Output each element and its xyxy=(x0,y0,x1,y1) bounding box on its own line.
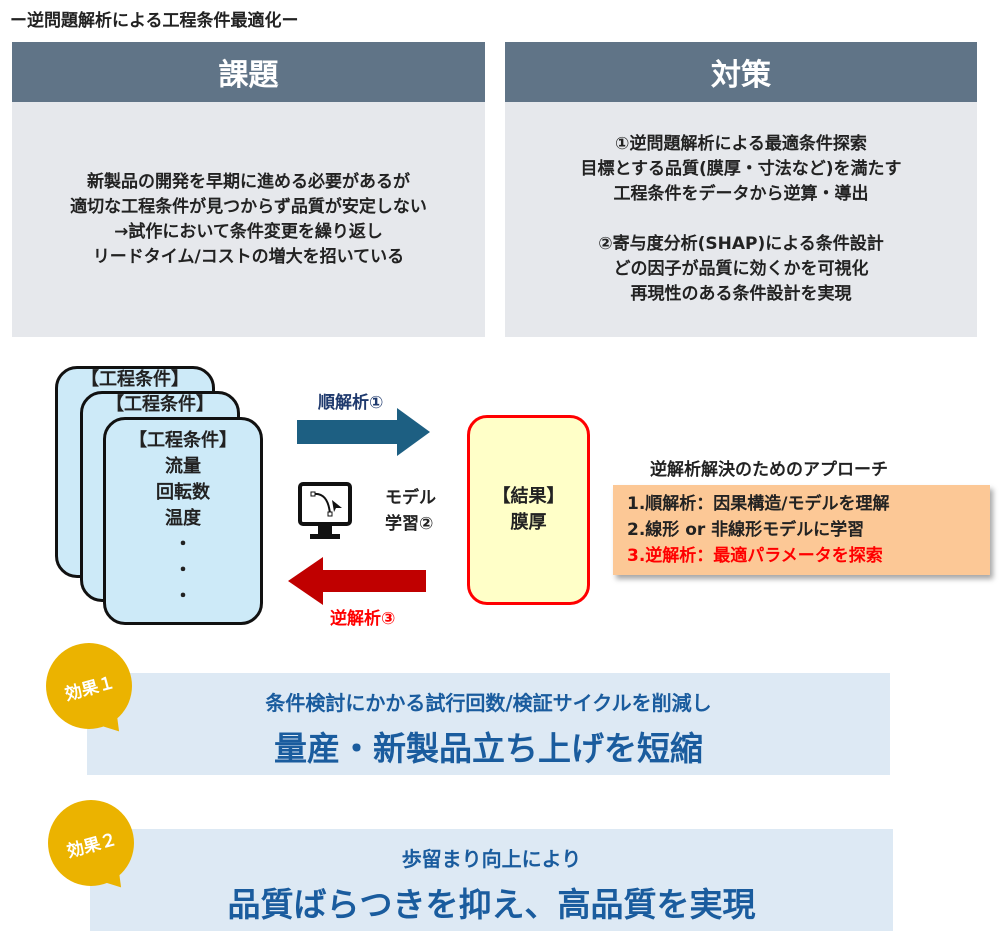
inverse-label: 逆解析③ xyxy=(330,609,396,629)
effect-1-box: 条件検討にかかる試行回数/検証サイクルを削減し 量産・新製品立ち上げを短縮 xyxy=(87,673,890,775)
effect-2-badge: 効果２ xyxy=(48,800,134,886)
problem-header: 課題 xyxy=(12,42,485,102)
effect-2-main: 品質ばらつきを抑え、高品質を実現 xyxy=(227,885,756,924)
solution-line: どの因子が品質に効くかを可視化 xyxy=(613,259,869,279)
card-item: 回転数 xyxy=(156,482,210,503)
monitor-model-icon xyxy=(298,482,352,539)
forward-label: 順解析① xyxy=(318,393,384,413)
model-learning-label: モデル 学習② xyxy=(385,485,436,537)
problem-line: 適切な工程条件が見つからず品質が安定しない xyxy=(70,196,427,217)
approach-item: 1.順解析：因果構造/モデルを理解 xyxy=(627,494,890,514)
solution-header: 対策 xyxy=(505,42,977,102)
problem-line: リードタイム/コストの増大を招いている xyxy=(92,246,405,267)
card-item: 温度 xyxy=(165,508,201,529)
effect-1-badge: 効果１ xyxy=(46,643,132,729)
effect-2-box: 歩留まり向上により 品質ばらつきを抑え、高品質を実現 xyxy=(90,829,893,931)
approach-title: 逆解析解決のためのアプローチ xyxy=(650,460,888,480)
card-item: ・ xyxy=(174,586,192,607)
forward-arrow xyxy=(297,408,430,456)
condition-card-front: 【工程条件】 流量 回転数 温度 ・ ・ ・ xyxy=(103,417,263,625)
page-title: ー逆問題解析による工程条件最適化ー xyxy=(10,11,299,31)
result-box: 【結果】 膜厚 xyxy=(467,415,590,605)
problem-body: 新製品の開発を早期に進める必要があるが 適切な工程条件が見つからず品質が安定しな… xyxy=(12,102,485,337)
effect-1-main: 量産・新製品立ち上げを短縮 xyxy=(274,729,703,768)
result-item: 膜厚 xyxy=(510,512,547,533)
approach-item: 2.線形 or 非線形モデルに学習 xyxy=(627,520,865,540)
solution-line: 工程条件をデータから逆算・導出 xyxy=(613,184,869,204)
problem-line: 新製品の開発を早期に進める必要があるが xyxy=(87,171,410,192)
card-title: 【工程条件】 xyxy=(81,369,189,390)
inverse-arrow xyxy=(288,557,426,605)
solution-line: ②寄与度分析(SHAP)による条件設計 xyxy=(598,234,884,254)
card-item: ・ xyxy=(174,560,192,581)
card-item: ・ xyxy=(174,534,192,555)
solution-line: 目標とする品質(膜厚・寸法など)を満たす xyxy=(580,159,902,179)
effect-2-sub: 歩留まり向上により xyxy=(401,847,582,871)
model-label-line: 学習② xyxy=(385,514,434,534)
model-label-line: モデル xyxy=(385,488,436,508)
solution-line: ①逆問題解析による最適条件探索 xyxy=(615,134,867,154)
result-title: 【結果】 xyxy=(492,486,565,507)
solution-line: 再現性のある条件設計を実現 xyxy=(630,284,852,304)
effect-1-sub: 条件検討にかかる試行回数/検証サイクルを削減し xyxy=(265,691,712,715)
card-title: 【工程条件】 xyxy=(106,394,214,415)
solution-body: ①逆問題解析による最適条件探索 目標とする品質(膜厚・寸法など)を満たす 工程条… xyxy=(505,102,977,337)
problem-line: →試作において条件変更を繰り返し xyxy=(114,221,383,242)
approach-item: 3.逆解析：最適パラメータを探索 xyxy=(627,546,883,566)
badge-label: 効果１ xyxy=(62,672,117,705)
card-item: 流量 xyxy=(165,456,201,477)
card-title: 【工程条件】 xyxy=(129,430,237,451)
approach-box: 1.順解析：因果構造/モデルを理解 2.線形 or 非線形モデルに学習 3.逆解… xyxy=(613,485,990,575)
badge-label: 効果２ xyxy=(64,829,119,862)
